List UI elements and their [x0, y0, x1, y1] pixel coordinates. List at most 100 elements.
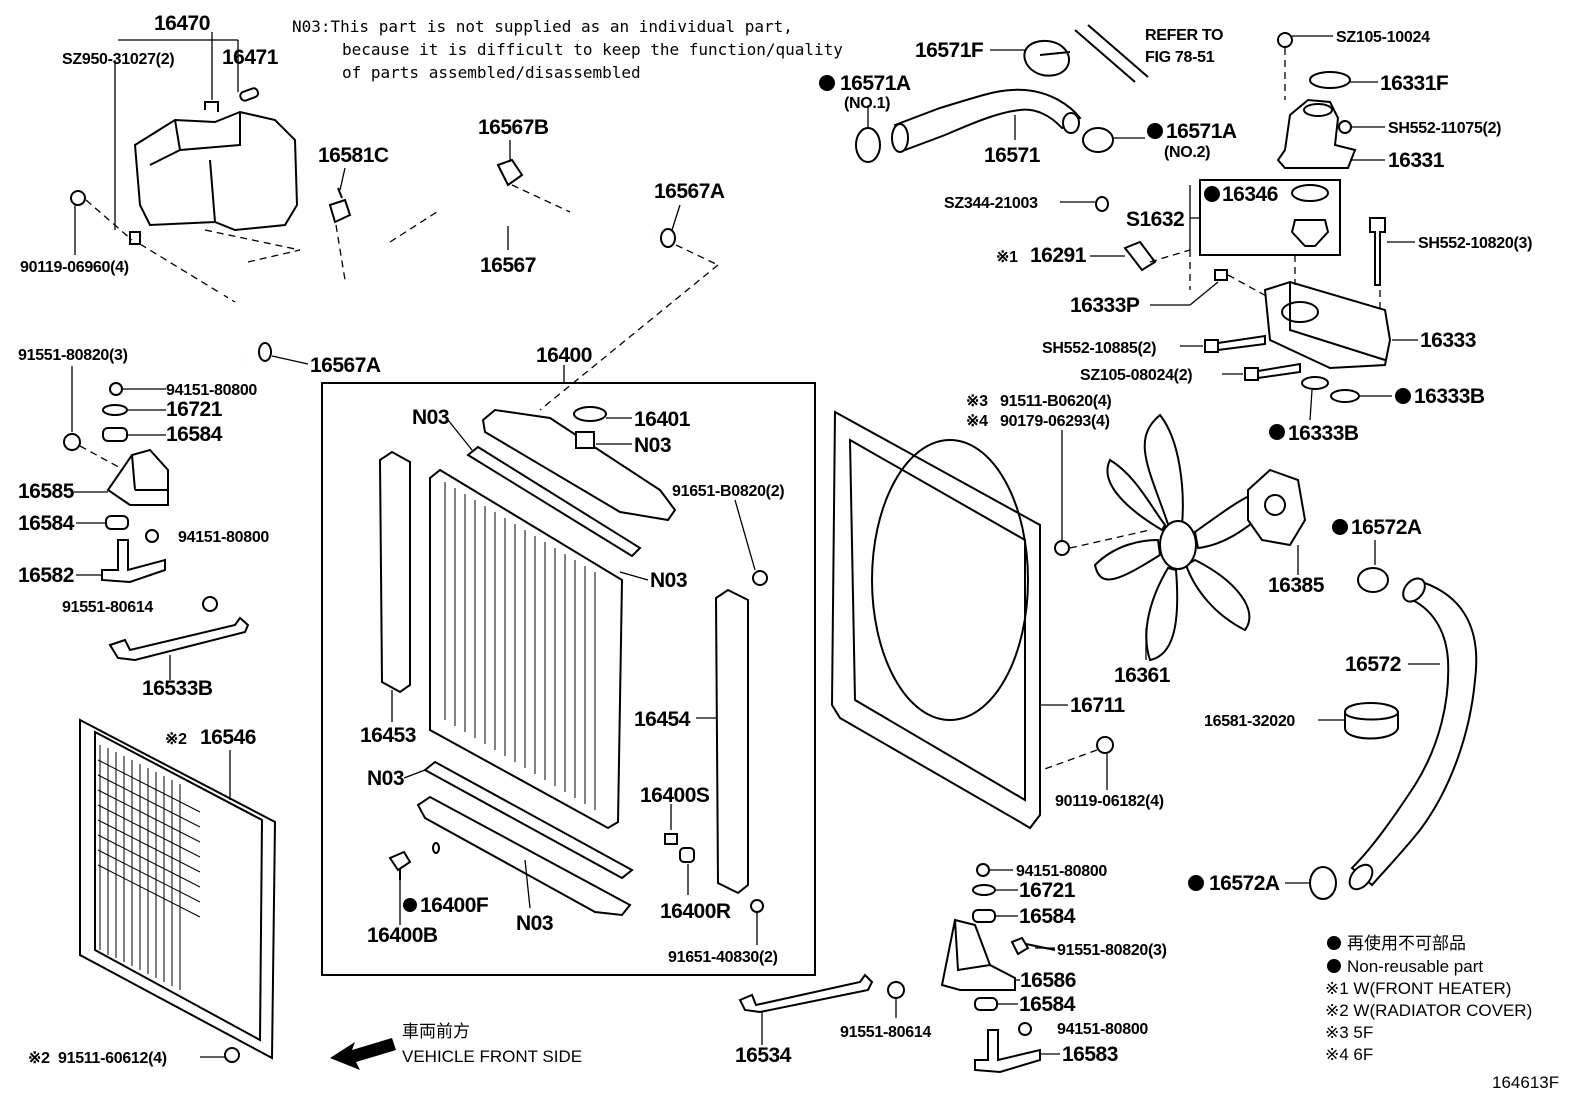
legend-note-2: ※2 W(RADIATOR COVER) — [1325, 1001, 1532, 1020]
bolt-91551-80820-lower[interactable] — [1010, 936, 1056, 956]
label-s1632: S1632 — [1126, 208, 1184, 231]
label-94151-80800-a: 94151-80800 — [166, 382, 257, 399]
clamp-16571a-no1[interactable] — [855, 127, 881, 163]
note-line-3: of parts assembled/disassembled — [342, 63, 641, 82]
bolt-91511-b0620[interactable] — [1054, 540, 1070, 556]
hose-16567[interactable] — [210, 203, 656, 361]
lower-hose-16572[interactable] — [1350, 580, 1478, 887]
label-16567a-lower: 16567A — [310, 354, 381, 377]
lower-tank[interactable] — [416, 795, 632, 917]
label-16571a-no1: 16571A — [840, 72, 911, 95]
legend-nonreuse-en: Non-reusable part — [1347, 957, 1483, 976]
label-16291-mark: ※1 — [996, 249, 1018, 266]
label-16471: 16471 — [222, 46, 279, 69]
bolt-90119-06182[interactable] — [1096, 736, 1114, 754]
radiator-cover-16546[interactable] — [79, 718, 277, 1060]
clamp-16571a-no2[interactable] — [1082, 127, 1114, 153]
drain-cock-16400b[interactable] — [388, 850, 412, 880]
bolt-91551-80820-left[interactable] — [63, 433, 81, 451]
front-label-en: VEHICLE FRONT SIDE — [402, 1047, 582, 1066]
bolt-sz105-08024[interactable] — [1244, 362, 1301, 381]
clamp-16581-32020[interactable] — [1344, 702, 1399, 740]
bolt-91651-b0820[interactable] — [752, 570, 768, 586]
water-outlet-16331[interactable] — [1276, 98, 1357, 169]
radiator-cover-group: ※2 16546 ※2 91511-60612(4) — [28, 718, 277, 1067]
clamp-16572a-lower[interactable] — [1309, 866, 1337, 900]
plug-16400s[interactable] — [664, 833, 678, 845]
stay-16533b[interactable] — [108, 616, 250, 662]
label-16585: 16585 — [18, 480, 75, 503]
bolt-91551-80614-lower[interactable] — [887, 981, 905, 999]
bolt-91651-40830[interactable] — [750, 899, 764, 913]
upper-hose-group: 16571F REFER TO FIG 78-51 16571 16571A (… — [819, 24, 1237, 167]
clamp-16567a-lower[interactable] — [258, 342, 272, 362]
gasket-16331f[interactable] — [1309, 71, 1351, 89]
clamp-16572a-upper[interactable] — [1357, 567, 1389, 593]
nut-94151-80800-d[interactable] — [1018, 1022, 1032, 1036]
union-16291[interactable] — [1123, 240, 1157, 272]
label-91511-b0620: 91511-B0620(4) — [1000, 393, 1111, 410]
cushion-16584-a[interactable] — [102, 427, 128, 442]
side-plate-16453[interactable] — [378, 450, 411, 694]
nut-94151-80800-a[interactable] — [109, 382, 123, 396]
radiator-cap-16401[interactable] — [573, 406, 607, 422]
clip-16567b[interactable] — [496, 158, 524, 187]
cushion-16584-b[interactable] — [105, 515, 129, 530]
cooling-fan-16361[interactable] — [1093, 413, 1277, 662]
upper-hose-16571[interactable] — [893, 88, 1082, 152]
fan-shroud-16711[interactable] — [830, 410, 1041, 830]
label-16361: 16361 — [1114, 664, 1171, 687]
legend-note-3: ※3 5F — [1325, 1023, 1373, 1042]
bolt-sz105-10024[interactable] — [1277, 32, 1293, 48]
label-94151-80800-b: 94151-80800 — [178, 529, 269, 546]
bolt-91511-60612[interactable] — [224, 1047, 240, 1063]
label-16711: 16711 — [1070, 694, 1126, 717]
reservoir-cap-16471[interactable] — [239, 87, 260, 102]
label-16586: 16586 — [1020, 969, 1076, 992]
thermostat[interactable] — [1290, 219, 1330, 247]
oring-16400f[interactable] — [432, 842, 440, 854]
bracket-16583[interactable] — [974, 1029, 1041, 1074]
cushion-16584-c[interactable] — [972, 909, 996, 923]
cushion-16400r[interactable] — [679, 847, 695, 863]
nut-94151-80800-c[interactable] — [976, 863, 990, 877]
nonreuse-dot-16572a-lower — [1188, 875, 1204, 891]
plug-sz344-21003[interactable] — [1095, 196, 1109, 212]
bolt-91551-80614-left[interactable] — [202, 596, 218, 612]
gasket-16346[interactable] — [1291, 184, 1329, 202]
upper-tank[interactable] — [481, 408, 677, 522]
radiator-core[interactable] — [429, 468, 624, 830]
stay-16534[interactable] — [738, 973, 874, 1014]
washer-16721-b[interactable] — [972, 884, 996, 896]
legend-nonreuse-jp: 再使用不可部品 — [1347, 933, 1466, 953]
side-plate-16454[interactable] — [714, 588, 749, 895]
washer-16721-a[interactable] — [102, 404, 128, 416]
label-16581-32020: 16581-32020 — [1204, 713, 1295, 730]
bracket-16582[interactable] — [101, 539, 166, 584]
clamp-16581c[interactable] — [328, 187, 352, 224]
oring-16333b-b[interactable] — [1330, 389, 1360, 403]
fan-coupling-16385[interactable] — [1247, 468, 1307, 547]
bolt-sh552-10820[interactable] — [1369, 217, 1386, 286]
reservoir-tank[interactable] — [133, 110, 299, 232]
fan-group: ※3 91511-B0620(4) ※4 90179-06293(4) 1636… — [966, 393, 1325, 687]
bolt-90119-06960[interactable] — [70, 190, 86, 206]
vehicle-front-indicator: 車両前方 VEHICLE FRONT SIDE — [330, 1022, 582, 1070]
oring-16333b-a[interactable] — [1301, 376, 1329, 390]
lower-hose-group: 16572A 16572 16581-32020 16572A — [1188, 516, 1478, 900]
water-inlet-16333[interactable] — [1263, 280, 1392, 370]
bracket-16586[interactable] — [940, 918, 1016, 991]
nut-94151-80800-b[interactable] — [145, 529, 159, 543]
fan-shroud-group: 16711 90119-06182(4) — [830, 410, 1164, 830]
label-91551-80820-lower: 91551-80820(3) — [1057, 942, 1167, 959]
clamp-16567a-upper[interactable] — [660, 228, 676, 248]
label-16572: 16572 — [1345, 653, 1401, 676]
bracket-16585[interactable] — [106, 448, 169, 506]
clamp-16571f[interactable] — [1023, 40, 1071, 77]
cushion-16584-d[interactable] — [974, 997, 998, 1011]
plug-16333p[interactable] — [1214, 269, 1228, 281]
lower-support-group: 94151-80800 16721 16584 91551-80820(3) 1… — [735, 863, 1167, 1074]
label-n03-e: N03 — [516, 912, 553, 935]
bolt-sh552-10885[interactable] — [1204, 334, 1266, 353]
bolt-sh552-11075[interactable] — [1338, 120, 1352, 134]
